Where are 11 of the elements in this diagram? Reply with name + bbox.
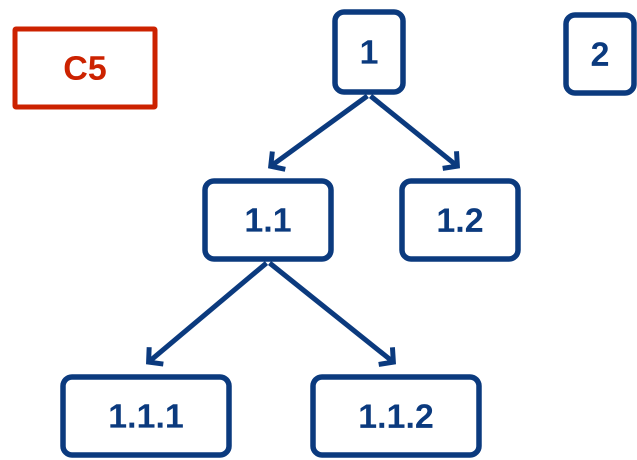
node-box: 1.1.1 [60, 374, 232, 458]
arrow [368, 94, 460, 171]
node-box: 2 [563, 12, 637, 96]
arrow [146, 261, 268, 367]
node-box: 1 [332, 9, 406, 95]
node-box: 1.1 [202, 178, 334, 262]
node-box: 1.1.2 [310, 374, 482, 458]
node-box: 1.2 [399, 178, 521, 262]
label-box: C5 [12, 26, 158, 110]
arrow [268, 261, 396, 367]
arrow [268, 94, 369, 172]
